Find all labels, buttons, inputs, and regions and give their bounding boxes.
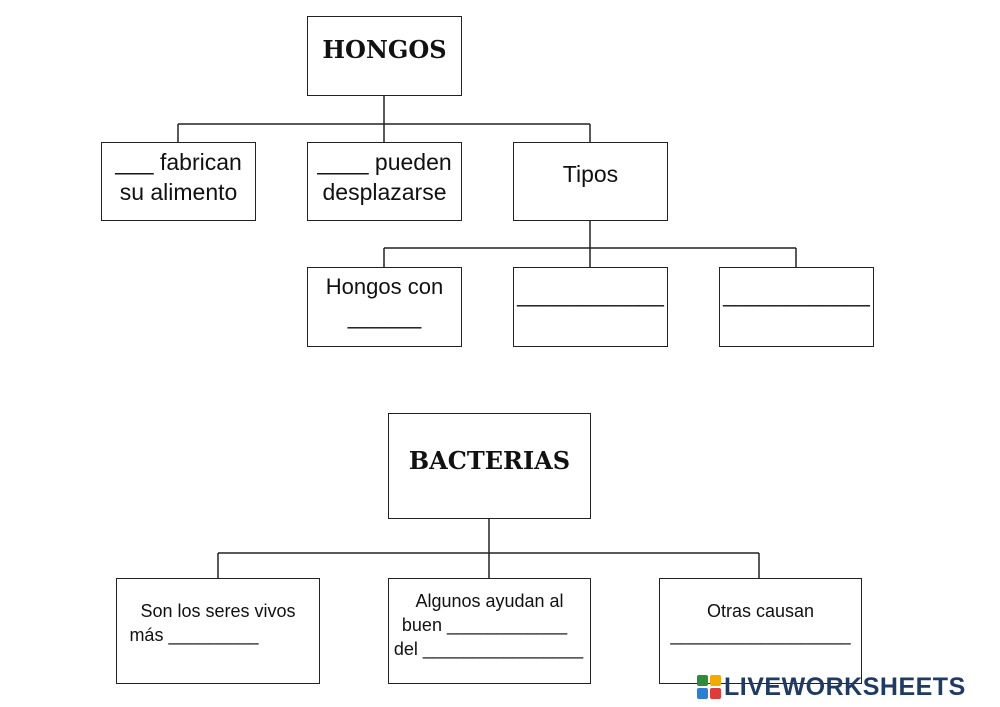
node-text-line2: su alimento [119,179,238,205]
liveworksheets-watermark: LIVEWORKSHEETS [697,672,966,702]
node-text-line2: buen ____________ [401,615,568,635]
node-text-line1: Son los seres vivos [140,601,296,621]
node-text-line1: Hongos con [325,274,444,299]
node-text-line2: desplazarse [322,179,447,205]
node-text-line1: Tipos [562,161,619,187]
blank-line: __________________ [670,625,851,645]
hongos-node-desplazarse: ____ pueden desplazarse [307,142,462,221]
node-text-line1: Algunos ayudan al [415,591,564,611]
node-text-line1: ____ pueden [317,149,452,175]
hongos-node-fabrican: ___ fabrican su alimento [101,142,256,221]
node-text-line1: Otras causan [706,601,815,621]
hongos-node-tipos: Tipos [513,142,668,221]
bacterias-title: BACTERIAS [408,446,571,475]
blank-line: ____________ [723,282,870,307]
hongos-root-node: HONGOS [307,16,462,96]
node-text-line1: ___ fabrican [115,149,242,175]
tipos-node-hongos-con: Hongos con ______ [307,267,462,347]
tipos-node-blank-2: ____________ [719,267,874,347]
bacterias-node-otras-causan: Otras causan __________________ [659,578,862,684]
hongos-title: HONGOS [322,35,447,64]
tipos-node-blank-1: ____________ [513,267,668,347]
blank-line: ____________ [517,282,664,307]
bacterias-node-algunos-ayudan: Algunos ayudan al buen ____________ del … [388,578,591,684]
bacterias-root-node: BACTERIAS [388,413,591,519]
node-text-line2: más _________ [129,625,259,645]
blank-line: ______ [347,304,422,329]
watermark-text: LIVEWORKSHEETS [724,672,966,701]
bacterias-node-seres-vivos: Son los seres vivos más _________ [116,578,320,684]
node-text-line3: del ________________ [393,639,584,659]
liveworksheets-logo-icon [697,675,721,699]
